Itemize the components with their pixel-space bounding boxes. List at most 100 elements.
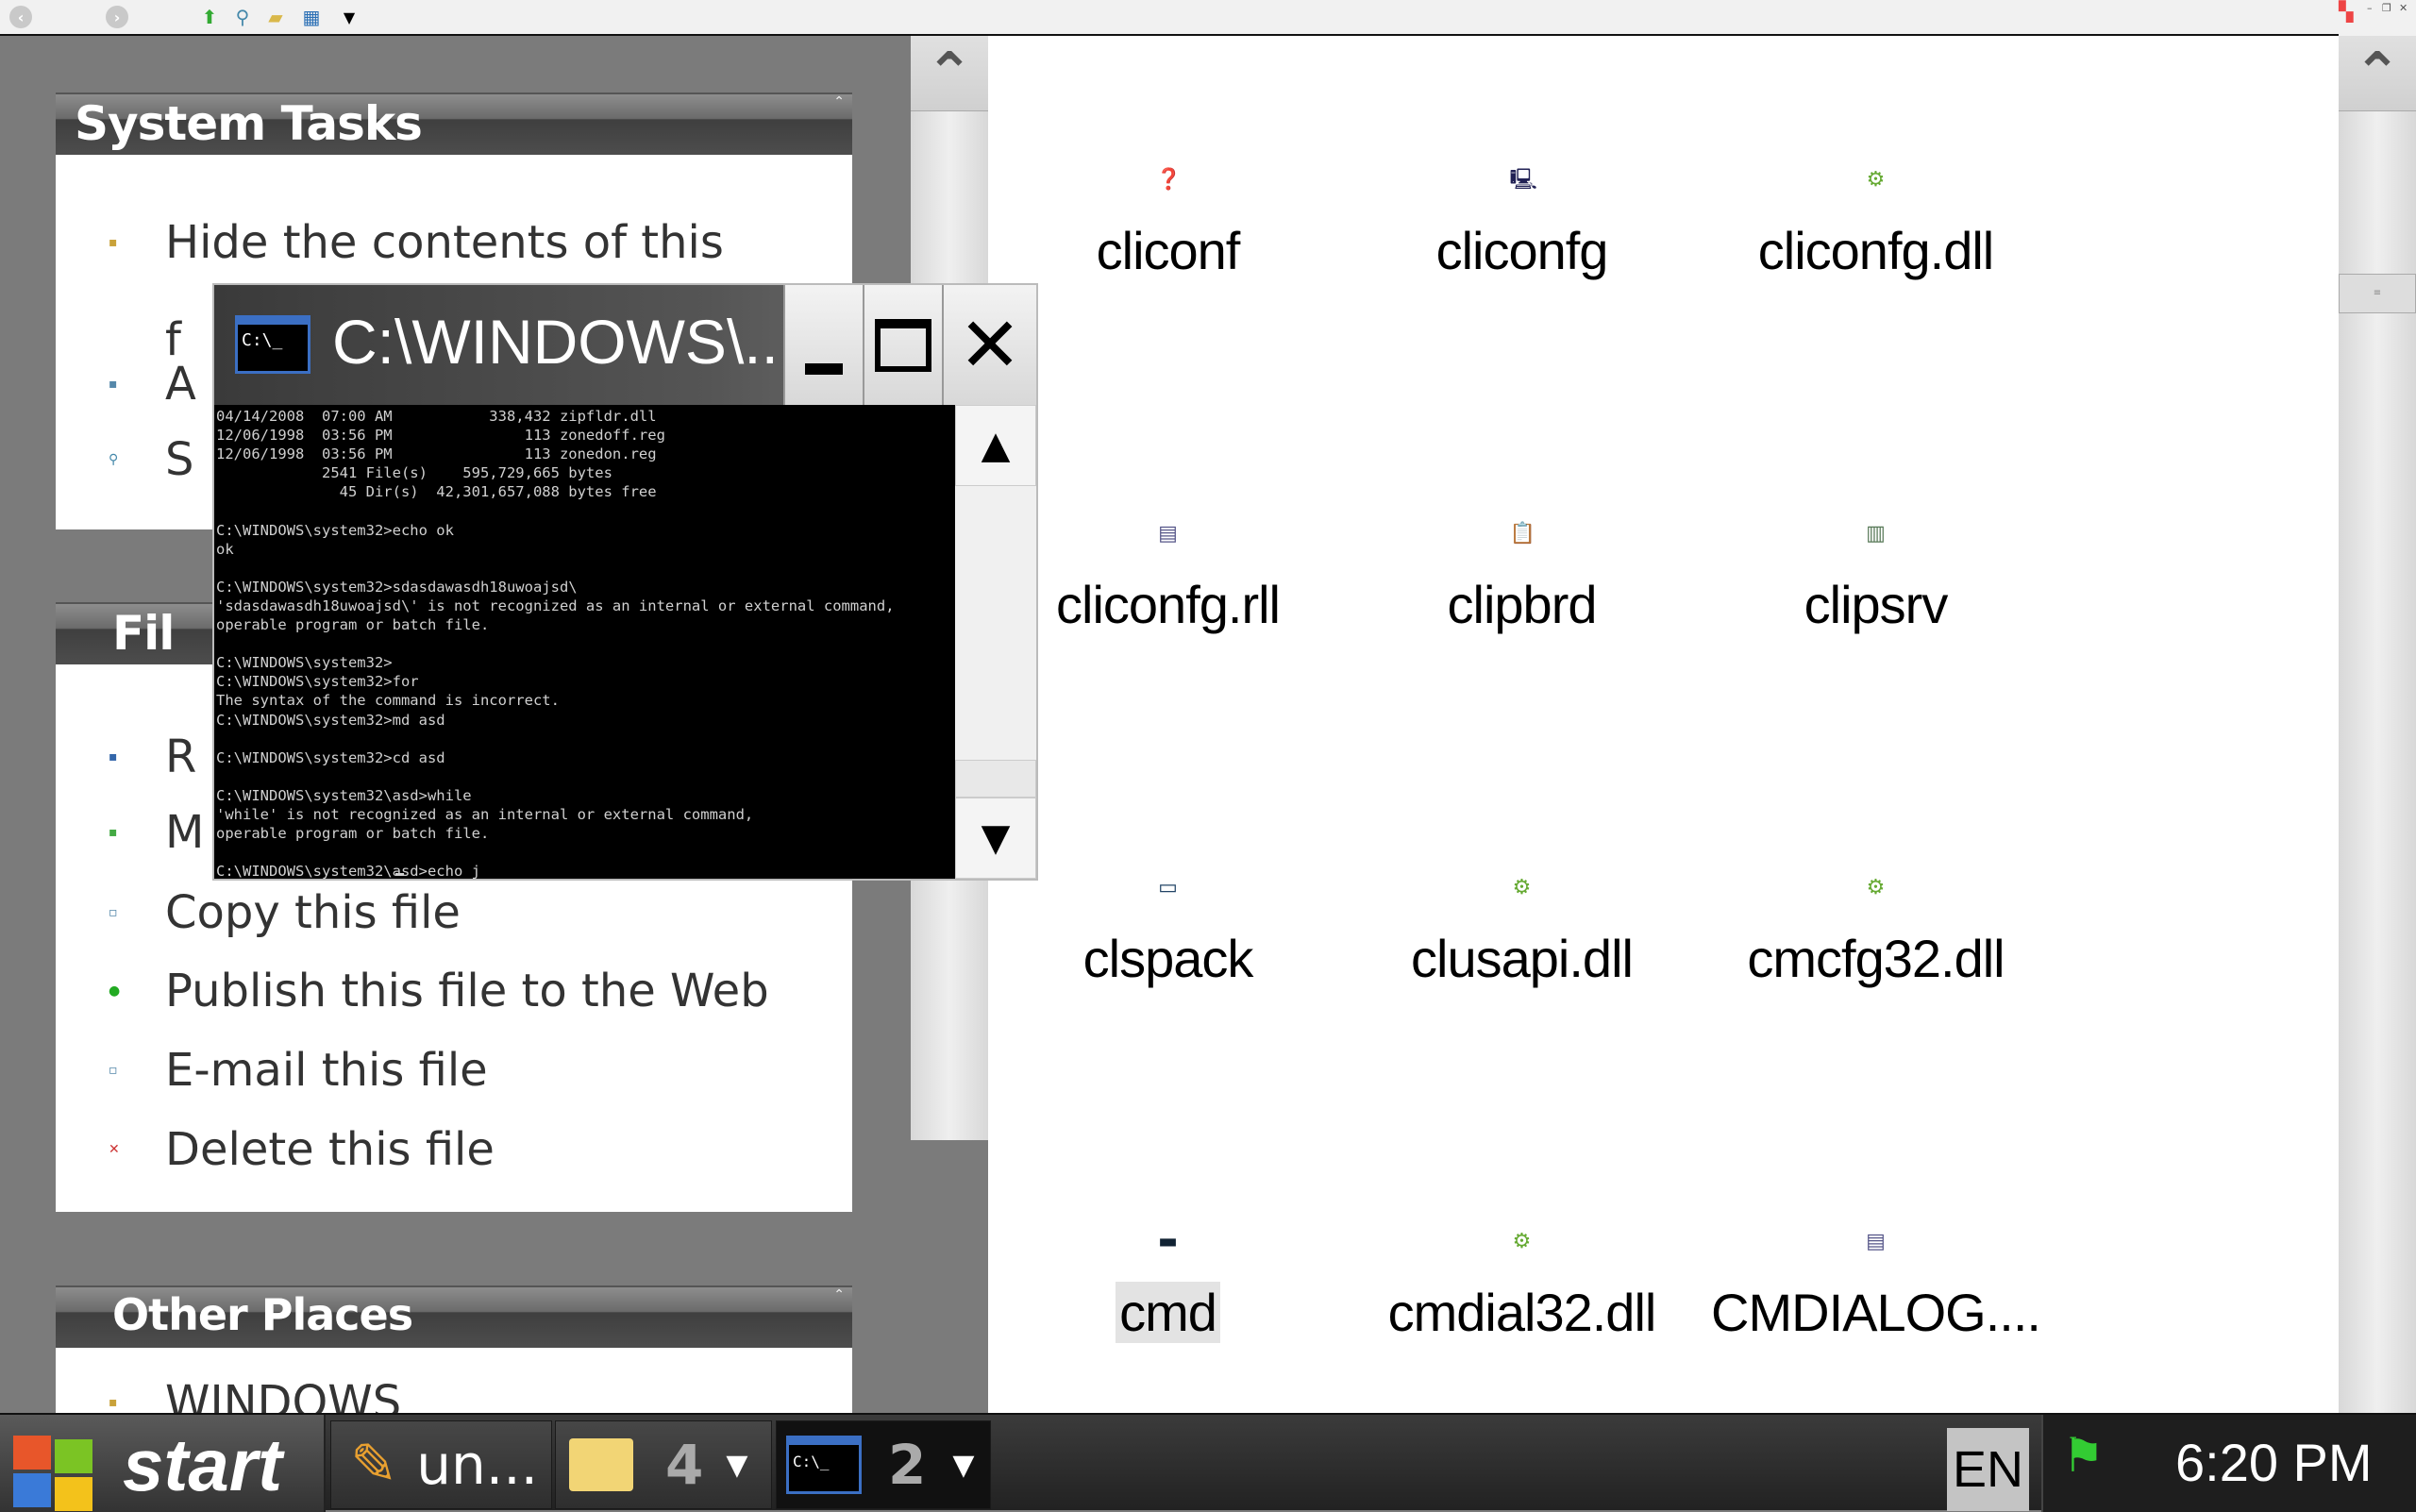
file-item[interactable]: ⚙cliconfg.dll: [1699, 166, 2053, 281]
console-icon: C:\_: [786, 1436, 862, 1494]
console-line: C:\WINDOWS\system32\asd>echo j: [216, 863, 480, 879]
console-line: 2541 File(s) 595,729,665 bytes: [216, 464, 612, 482]
file-item[interactable]: ▭clspack: [991, 874, 1345, 989]
other-places-body: ▪WINDOWS: [56, 1348, 852, 1414]
console-line: C:\WINDOWS\system32>echo ok: [216, 521, 454, 539]
file-item[interactable]: ▤ cliconfg.rll: [991, 520, 1345, 635]
file-item[interactable]: 🖳cliconfg: [1345, 166, 1699, 281]
minimize-button[interactable]: –: [2367, 2, 2373, 14]
chevron-down-icon: ▼: [952, 1448, 975, 1482]
file-item[interactable]: 📋 clipbrd: [1345, 520, 1699, 635]
console-line: 12/06/1998 03:56 PM 113 zonedoff.reg: [216, 427, 665, 445]
delete-icon: ✕: [109, 1142, 120, 1157]
file-list-scrollbar[interactable]: ⌃ ≡: [2339, 36, 2416, 1414]
file-list: ❓ cliconf 🖳cliconfg⚙cliconfg.dll ▤ cliconfg.…: [988, 36, 2339, 1414]
scroll-thumb[interactable]: [955, 760, 1036, 798]
console-line: C:\WINDOWS\system32>for: [216, 673, 419, 691]
console-line: C:\WINDOWS\system32>: [216, 654, 393, 672]
clipboard-server-icon: ▥: [1866, 522, 1886, 546]
taskbar-console-group[interactable]: C:\_ 2 ▼: [776, 1420, 991, 1509]
start-button[interactable]: start: [0, 1415, 326, 1512]
back-icon[interactable]: ‹: [9, 6, 32, 28]
file-item[interactable]: ⚙clusapi.dll: [1345, 874, 1699, 989]
search-icon: ⚲: [109, 452, 119, 467]
console-line: C:\WINDOWS\system32>md asd: [216, 711, 445, 729]
console-line: operable program or batch file.: [216, 825, 490, 843]
console-line: [216, 843, 955, 862]
console-line: ok: [216, 540, 234, 558]
console-line: 'while' is not recognized as an internal…: [216, 805, 754, 823]
search-icon[interactable]: ⚲: [235, 6, 250, 28]
file-item[interactable]: ▤CMDIALOG....: [1699, 1228, 2053, 1343]
email-icon: ▫: [109, 1063, 118, 1078]
clock[interactable]: 6:20 PM: [2175, 1433, 2373, 1492]
folder-icon: ▪: [109, 235, 118, 250]
restore-button[interactable]: ❐: [2382, 2, 2391, 14]
scroll-up-icon[interactable]: ⌃: [2339, 36, 2416, 111]
network-icon[interactable]: ⚑: [2062, 1428, 2105, 1483]
language-indicator[interactable]: EN: [1947, 1428, 2029, 1511]
folders-icon[interactable]: ▰: [268, 6, 283, 28]
maximize-icon: [875, 318, 931, 372]
collapse-icon[interactable]: ⌃: [833, 1287, 845, 1302]
close-button[interactable]: ✕: [942, 285, 1036, 405]
text-cursor: [395, 873, 404, 876]
file-name: clipbrd: [1447, 575, 1598, 634]
help-file-icon: ❓: [1155, 168, 1182, 192]
scroll-up-icon[interactable]: ⌃: [911, 36, 988, 111]
console-line: operable program or batch file.: [216, 616, 490, 634]
console-line: [216, 767, 955, 786]
close-icon: ✕: [958, 301, 1022, 389]
scroll-down-button[interactable]: ▼: [955, 798, 1036, 879]
chevron-down-icon: ▼: [726, 1448, 748, 1482]
other-places-header[interactable]: Other Places ⌃: [56, 1285, 852, 1348]
minimize-icon: [805, 362, 843, 375]
scroll-thumb[interactable]: ≡: [2339, 274, 2416, 313]
explorer-toolbar: ‹ › ⬆ ⚲ ▰ ▦ ▼: [0, 0, 2339, 36]
file-name: cliconfg.rll: [1056, 575, 1281, 634]
rename-icon: ▪: [109, 749, 118, 764]
minimize-button[interactable]: [783, 285, 863, 405]
console-scrollbar[interactable]: ▲ ▼: [955, 405, 1036, 879]
file-name: cmcfg32.dll: [1747, 929, 2005, 988]
file-name: clusapi.dll: [1411, 929, 1634, 988]
console-line: 'sdasdawasdh18uwoajsd\' is not recognize…: [216, 596, 895, 614]
move-icon: ▪: [109, 825, 118, 840]
file-name: cmd: [1116, 1282, 1220, 1343]
folder-icon: ▪: [109, 1395, 118, 1410]
folder-up-icon[interactable]: ⬆: [201, 6, 218, 28]
file-name: cliconf: [1096, 221, 1241, 280]
console-line: 12/06/1998 03:56 PM 113 zonedon.reg: [216, 445, 657, 463]
console-icon: C:\_: [235, 315, 310, 374]
views-icon[interactable]: ▦: [302, 6, 321, 28]
console-titlebar[interactable]: C:\_ C:\WINDOWS\... ✕: [214, 285, 1036, 405]
dll-icon: ⚙: [1512, 1230, 1532, 1253]
collapse-icon[interactable]: ⌃: [833, 94, 845, 109]
taskbar-explorer-group[interactable]: 4 ▼: [555, 1420, 772, 1509]
console-line: The syntax of the command is incorrect.: [216, 692, 560, 710]
document-icon: ▤: [1158, 522, 1178, 546]
console-line: [216, 730, 955, 748]
maximize-button[interactable]: [863, 285, 942, 405]
file-name: cliconfg: [1435, 221, 1609, 280]
clipboard-icon: 📋: [1509, 522, 1535, 546]
system-tasks-header[interactable]: System Tasks ⌃: [56, 92, 852, 155]
forward-icon[interactable]: ›: [106, 6, 128, 28]
close-button[interactable]: ✕: [2399, 2, 2408, 14]
globe-icon: ●: [109, 983, 121, 999]
file-item[interactable]: ▬ cmd: [991, 1228, 1345, 1343]
console-icon: ▬: [1158, 1230, 1178, 1253]
console-line: [216, 501, 955, 520]
dll-icon: ⚙: [1866, 168, 1886, 192]
scroll-up-button[interactable]: ▲: [955, 405, 1036, 486]
console-line: 45 Dir(s) 42,301,657,088 bytes free: [216, 483, 657, 501]
file-item[interactable]: ⚙cmdial32.dll: [1345, 1228, 1699, 1343]
file-item[interactable]: ⚙cmcfg32.dll: [1699, 874, 2053, 989]
system-tray: ⚑ 6:20 PM: [2041, 1415, 2416, 1512]
views-dropdown-icon[interactable]: ▼: [343, 8, 356, 26]
file-item[interactable]: ▥clipsrv: [1699, 520, 2053, 635]
file-item[interactable]: ❓ cliconf: [991, 166, 1345, 281]
document-icon: ▤: [1866, 1230, 1886, 1253]
taskbar-paint[interactable]: ✎ un...: [330, 1420, 552, 1509]
